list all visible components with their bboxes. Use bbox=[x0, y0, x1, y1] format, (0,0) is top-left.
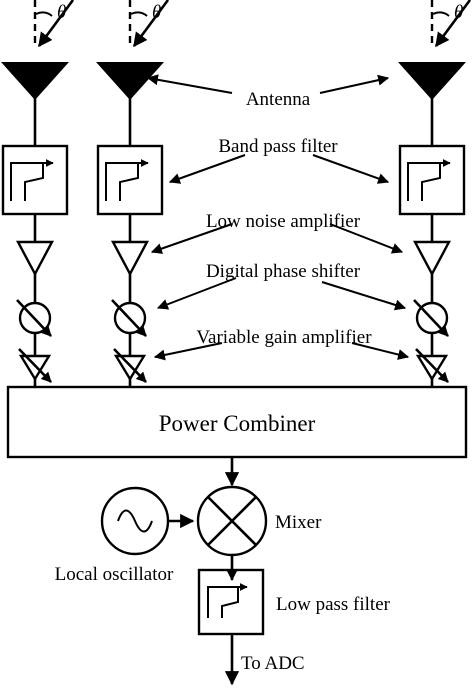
phase-shifter-arrow bbox=[111, 299, 147, 337]
antenna-arrow-left bbox=[146, 74, 233, 94]
local-oscillator-label: Local oscillator bbox=[55, 564, 174, 585]
vga-arrow-left bbox=[153, 342, 223, 361]
variable-gain-arrow bbox=[415, 348, 449, 383]
to-adc-label: To ADC bbox=[241, 653, 305, 674]
low-noise-amplifier-icon bbox=[111, 240, 149, 277]
lna-arrow-left bbox=[150, 223, 233, 254]
mixer-cross-icon-b bbox=[207, 496, 257, 546]
low-pass-filter-label: Low pass filter bbox=[276, 594, 391, 615]
angle-arc bbox=[432, 11, 450, 17]
incident-wave-arrow bbox=[132, 0, 170, 48]
antenna-label: Antenna bbox=[246, 89, 311, 110]
dps-arrow-left bbox=[156, 277, 237, 310]
antenna-icon bbox=[1, 62, 69, 100]
angle-arc bbox=[35, 11, 53, 17]
phase-shifter-arrow bbox=[413, 299, 449, 337]
incident-wave-arrow bbox=[37, 0, 75, 48]
band-pass-filter-icon bbox=[10, 162, 44, 201]
mixer-label: Mixer bbox=[275, 512, 322, 533]
channel-1: θ bbox=[1, 0, 75, 387]
angle-arc bbox=[130, 11, 148, 17]
low-pass-filter-icon bbox=[207, 586, 239, 618]
vga-arrow-right bbox=[351, 342, 410, 360]
incident-wave-arrow bbox=[434, 0, 472, 48]
low-noise-amplifier-icon bbox=[413, 240, 451, 277]
digital-phase-shifter-label: Digital phase shifter bbox=[206, 261, 361, 282]
band-pass-filter-label: Band pass filter bbox=[218, 136, 338, 157]
theta-symbol: θ bbox=[152, 2, 161, 23]
theta-symbol: θ bbox=[454, 2, 463, 23]
dps-arrow-right bbox=[321, 281, 407, 311]
antenna-icon bbox=[96, 62, 164, 100]
band-pass-filter-icon bbox=[407, 162, 441, 201]
variable-gain-arrow bbox=[113, 348, 147, 383]
channel-2: θ bbox=[96, 0, 170, 387]
lna-arrow-right bbox=[329, 223, 404, 254]
phase-shifter-arrow bbox=[16, 299, 52, 337]
variable-gain-amplifier-icon bbox=[18, 354, 52, 382]
theta-symbol: θ bbox=[57, 2, 66, 23]
bpf-arrow-left bbox=[168, 154, 246, 184]
annotation-arrows bbox=[146, 74, 410, 361]
variable-gain-arrow bbox=[18, 348, 52, 383]
variable-gain-amplifier-label: Variable gain amplifier bbox=[196, 327, 372, 348]
variable-gain-amplifier-icon bbox=[113, 354, 147, 382]
channel-3: θ bbox=[398, 0, 472, 387]
low-pass-filter-block bbox=[197, 568, 265, 636]
bpf-arrow-right bbox=[312, 154, 390, 184]
band-pass-filter-icon bbox=[105, 162, 139, 201]
power-combiner-label: Power Combiner bbox=[159, 411, 316, 436]
sine-wave-icon bbox=[117, 509, 153, 533]
low-noise-amplifier-label: Low noise amplifier bbox=[206, 211, 361, 232]
power-combiner-block bbox=[6, 385, 468, 459]
low-noise-amplifier-icon bbox=[16, 240, 54, 277]
antenna-arrow-right bbox=[319, 74, 390, 94]
antenna-icon bbox=[398, 62, 466, 100]
variable-gain-amplifier-icon bbox=[415, 354, 449, 382]
